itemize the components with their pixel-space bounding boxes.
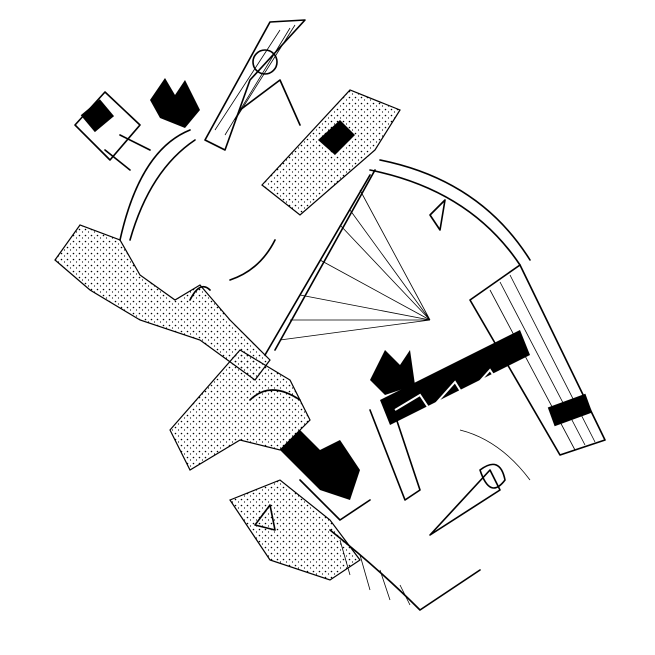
left-bridge xyxy=(54,129,276,381)
sailboat xyxy=(429,429,531,536)
right-pylon xyxy=(469,264,606,456)
middle-bridge-houses xyxy=(169,349,371,521)
truss-bridge xyxy=(369,330,530,501)
crane-tower xyxy=(204,19,306,151)
castle-building xyxy=(74,78,200,171)
stone-pier-top xyxy=(261,89,401,216)
bottom-bridge xyxy=(229,479,481,611)
cable-stays xyxy=(264,159,531,356)
